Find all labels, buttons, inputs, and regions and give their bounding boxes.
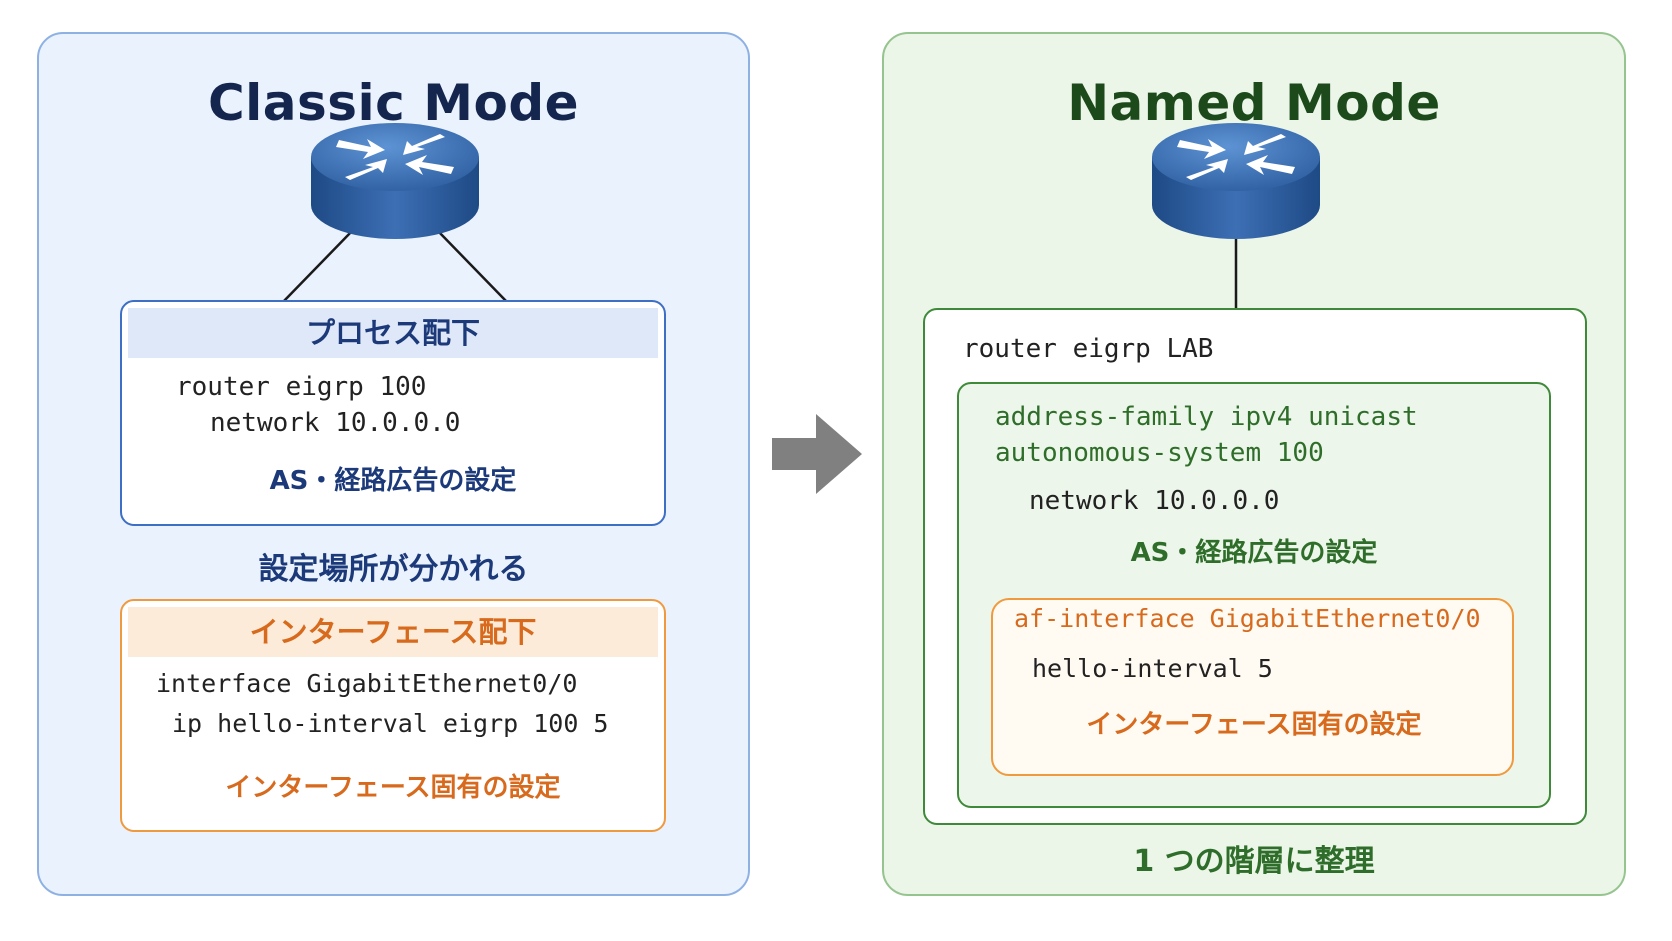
interface-section-note: インターフェース固有の設定 — [225, 773, 561, 803]
right-arrow-icon — [772, 414, 862, 494]
interface-section-header: インターフェース配下 — [128, 607, 658, 657]
process-section-note: AS・経路広告の設定 — [269, 466, 517, 496]
router-eigrp-command: router eigrp 100 — [176, 372, 427, 402]
router-icon — [1152, 123, 1320, 239]
named-mode-panel: Named Mode router eigrp LAB address-fami… — [882, 32, 1626, 896]
af-interface-note: インターフェース固有の設定 — [1086, 710, 1422, 740]
named-hello-interval-command: hello-interval 5 — [1032, 654, 1273, 683]
interface-section-box: インターフェース配下 interface GigabitEthernet0/0 … — [120, 599, 666, 832]
hello-interval-command: ip hello-interval eigrp 100 5 — [172, 709, 609, 738]
named-caption: 1 つの階層に整理 — [1133, 844, 1375, 879]
classic-router-links — [282, 229, 508, 303]
interface-command: interface GigabitEthernet0/0 — [156, 669, 578, 698]
router-icon — [311, 123, 479, 239]
named-mode-title: Named Mode — [1067, 74, 1441, 132]
named-router-link — [1234, 238, 1238, 310]
af-interface-command: af-interface GigabitEthernet0/0 — [1014, 604, 1481, 633]
named-network-command: network 10.0.0.0 — [1029, 486, 1280, 516]
process-section-header: プロセス配下 — [128, 308, 658, 358]
address-family-command: address-family ipv4 unicast — [995, 402, 1418, 432]
classic-mode-panel: Classic Mode プロセス配下 router eigrp 100 net… — [37, 32, 750, 896]
address-family-note: AS・経路広告の設定 — [1130, 538, 1378, 568]
af-interface-block — [991, 598, 1514, 776]
classic-caption: 設定場所が分かれる — [258, 552, 529, 587]
autonomous-system-command: autonomous-system 100 — [995, 438, 1324, 468]
network-command: network 10.0.0.0 — [210, 408, 461, 438]
classic-mode-title: Classic Mode — [207, 74, 580, 132]
router-eigrp-named-command: router eigrp LAB — [963, 334, 1214, 364]
process-section-box: プロセス配下 router eigrp 100 network 10.0.0.0… — [120, 300, 666, 526]
